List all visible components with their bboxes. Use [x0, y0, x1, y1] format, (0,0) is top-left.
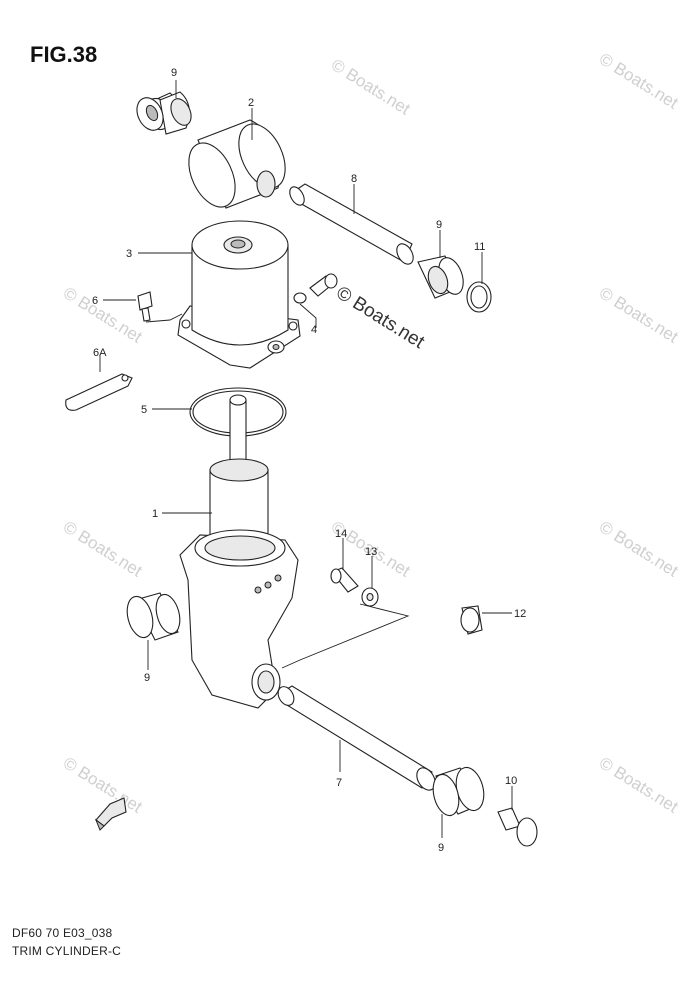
figure-title: FIG.38 — [30, 42, 98, 67]
leader-lines — [99, 80, 513, 838]
callout-14: 14 — [335, 528, 347, 540]
callout-13: 13 — [365, 546, 377, 558]
watermark-main: © Boats.net — [332, 282, 428, 353]
watermark: © Boats.net — [596, 517, 682, 580]
pin-8 — [289, 183, 414, 265]
callout-2: 2 — [248, 97, 254, 109]
cylinder-1 — [179, 394, 299, 709]
bushing-9-right — [417, 255, 464, 299]
nut-13 — [361, 587, 379, 607]
watermark: © Boats.net — [596, 283, 682, 346]
fwd-arrow-icon — [94, 797, 127, 831]
clip-6A — [65, 373, 133, 411]
clamp-12 — [460, 605, 483, 635]
callout-1: 1 — [152, 508, 158, 520]
reservoir-3 — [177, 220, 301, 369]
callout-3: 3 — [126, 248, 132, 260]
sleeve-2 — [188, 119, 286, 209]
watermark: © Boats.net — [60, 283, 146, 346]
callout-9: 9 — [171, 67, 177, 79]
grease-fitting-10 — [497, 807, 538, 847]
callout-6A: 6A — [93, 347, 107, 359]
fitting-4 — [293, 273, 338, 304]
bolt-6 — [137, 291, 153, 322]
callout-10: 10 — [505, 775, 517, 787]
callout-12: 12 — [514, 608, 526, 620]
bolt-14 — [330, 567, 359, 593]
bushing-9-left — [126, 592, 181, 641]
snap-ring-11 — [466, 281, 492, 313]
watermark: © Boats.net — [60, 517, 146, 580]
watermark: © Boats.net — [596, 753, 682, 816]
callout-9: 9 — [436, 219, 442, 231]
callout-9: 9 — [438, 842, 444, 854]
callout-4: 4 — [311, 324, 317, 336]
callout-6: 6 — [92, 295, 98, 307]
callout-8: 8 — [351, 173, 357, 185]
pin-7 — [277, 685, 436, 791]
figure-code: DF60 70 E03_038 — [12, 926, 113, 940]
callout-11: 11 — [474, 241, 485, 253]
callout-5: 5 — [141, 404, 147, 416]
bushing-9-bottom — [432, 766, 485, 817]
watermark: © Boats.net — [596, 49, 682, 112]
watermarks: © Boats.net © Boats.net © Boats.net © Bo… — [60, 49, 682, 816]
callout-labels: 9 2 8 9 11 3 4 6 6A 5 1 14 13 12 9 7 10 … — [92, 67, 526, 854]
watermark: © Boats.net — [328, 55, 414, 118]
bushing-9-top — [136, 91, 192, 135]
callout-9: 9 — [144, 672, 150, 684]
figure-name: TRIM CYLINDER-C — [12, 944, 122, 958]
callout-7: 7 — [336, 777, 342, 789]
watermark: © Boats.net — [60, 753, 146, 816]
